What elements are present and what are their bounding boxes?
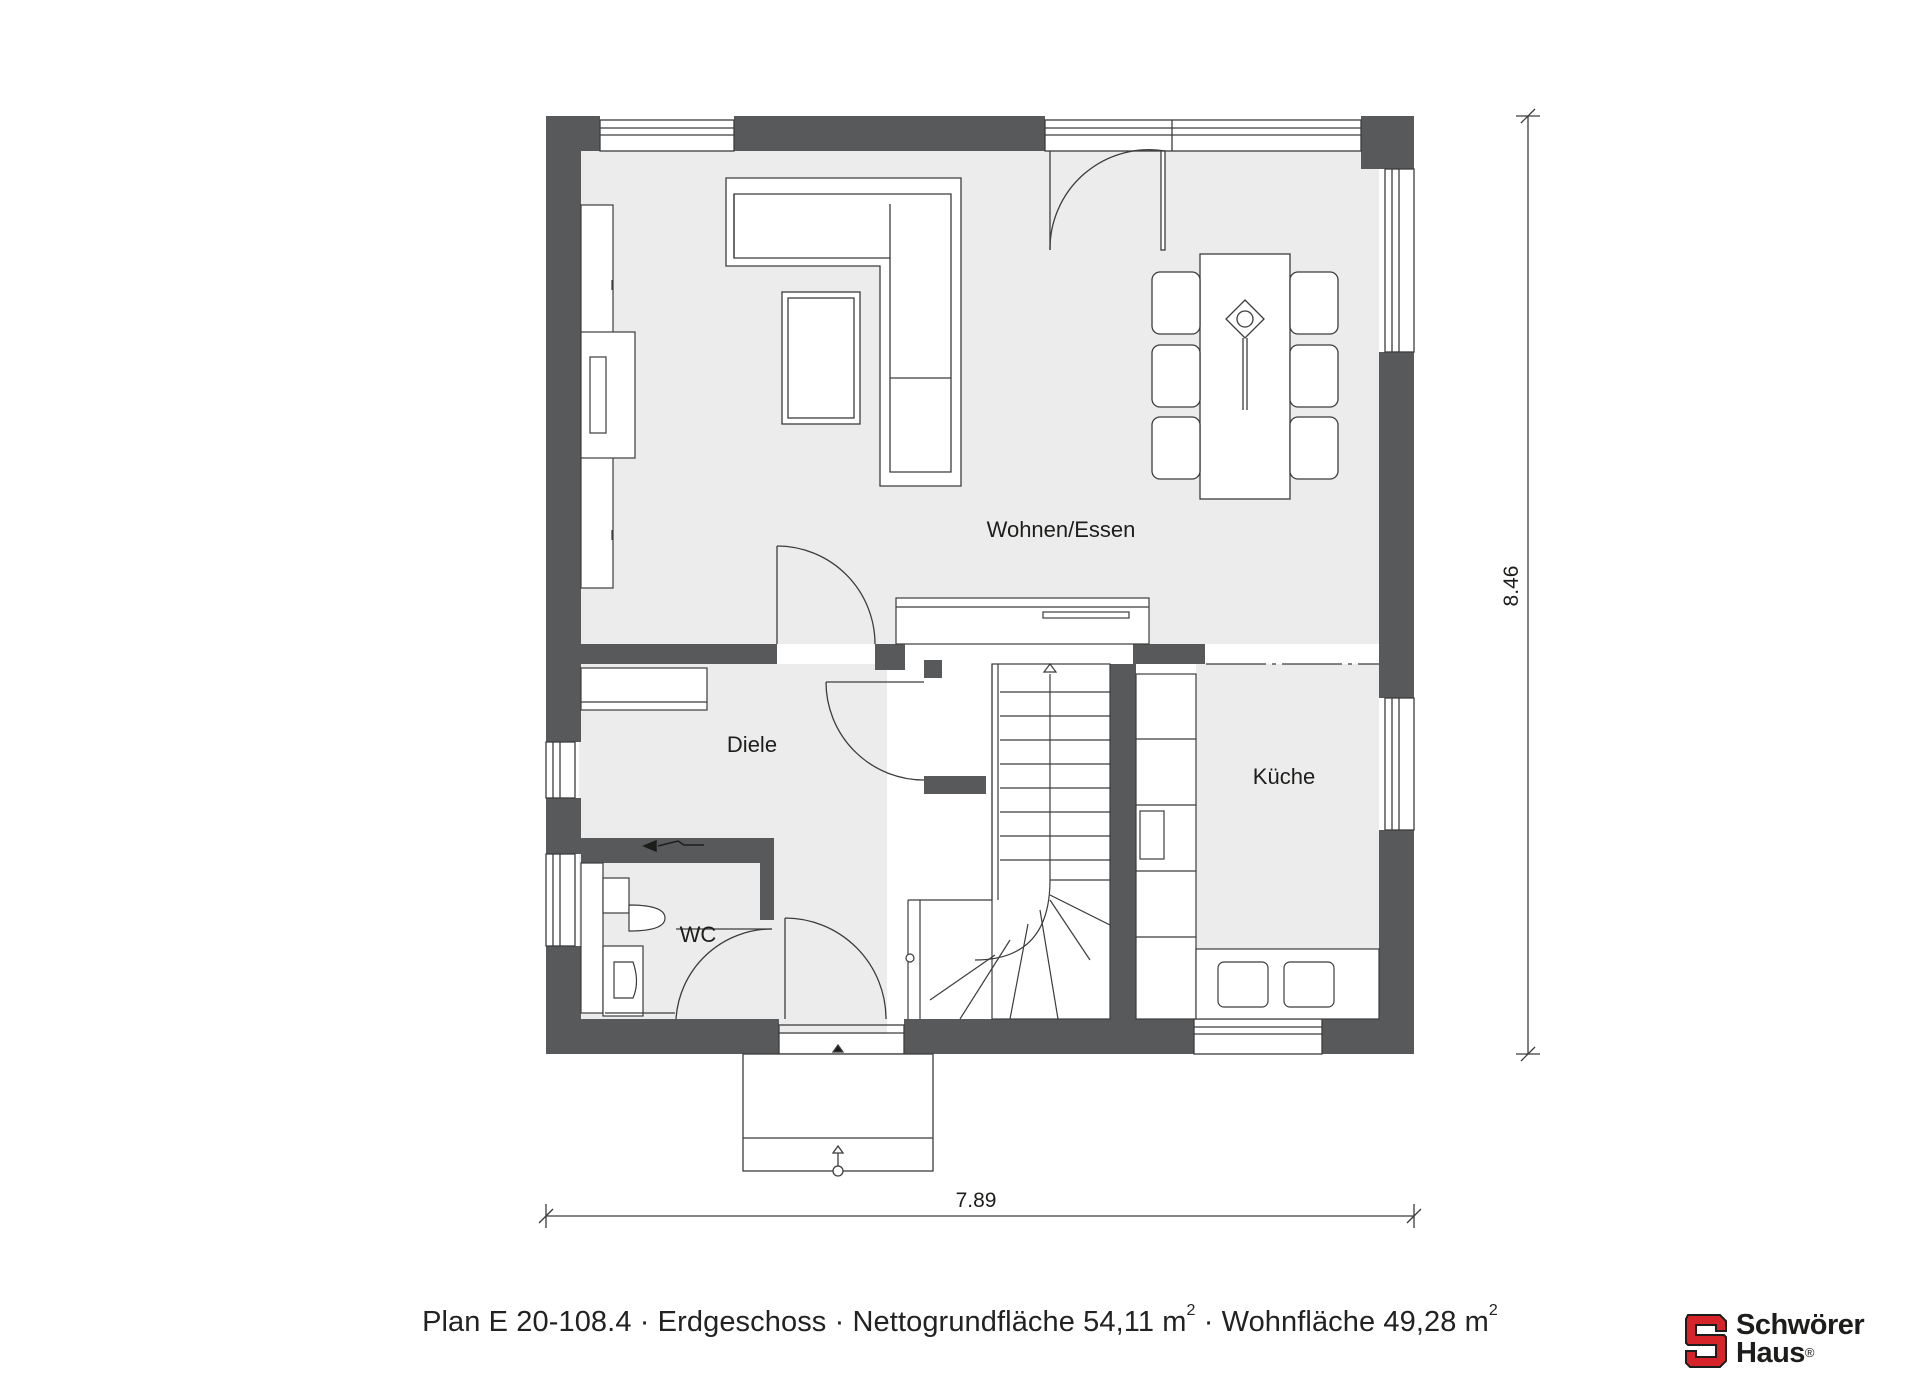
walls [546, 116, 1414, 1054]
caption-separator: · [639, 1306, 650, 1338]
dimension-depth-label: 8.46 [1500, 566, 1523, 607]
net-area-value: 54,11 m2 [1083, 1302, 1196, 1338]
wardrobe [580, 667, 708, 711]
logo-text: Schwörer Haus® [1736, 1309, 1865, 1369]
room-label-wc: WC [680, 922, 717, 947]
schwoerer-haus-logo: Schwörer Haus® [1684, 1311, 1904, 1371]
plan-caption: Plan E 20-108.4 · Erdgeschoss · Nettogru… [0, 1302, 1920, 1339]
room-label-wohnen-essen: Wohnen/Essen [987, 517, 1136, 542]
tv-cabinet [580, 204, 636, 589]
entrance-step [742, 1043, 934, 1177]
caption-separator: · [1203, 1306, 1214, 1338]
room-label-kueche: Küche [1253, 764, 1315, 789]
windows [545, 119, 1415, 1055]
coffee-table [781, 291, 861, 425]
wc-fixtures [580, 862, 675, 1017]
logo-mark-icon [1685, 1314, 1727, 1368]
caption-separator: · [834, 1306, 845, 1338]
ventilation-arrow [642, 839, 704, 853]
dining-set [1151, 253, 1339, 500]
sofa [725, 177, 962, 487]
plan-number: Plan E 20-108.4 [422, 1306, 632, 1338]
staircase [905, 663, 1111, 1020]
net-area-label: Nettogrundfläche [852, 1306, 1075, 1338]
living-area-label: Wohnfläche [1221, 1306, 1376, 1338]
room-label-diele: Diele [727, 732, 777, 757]
floor-name: Erdgeschoss [657, 1306, 827, 1338]
sideboard [895, 597, 1150, 645]
doors [675, 149, 1166, 1020]
dimension-lines [538, 108, 1540, 1228]
living-area-value: 49,28 m2 [1383, 1302, 1498, 1338]
dimension-width-label: 7.89 [956, 1189, 997, 1212]
kitchen-counters [1135, 663, 1380, 1020]
